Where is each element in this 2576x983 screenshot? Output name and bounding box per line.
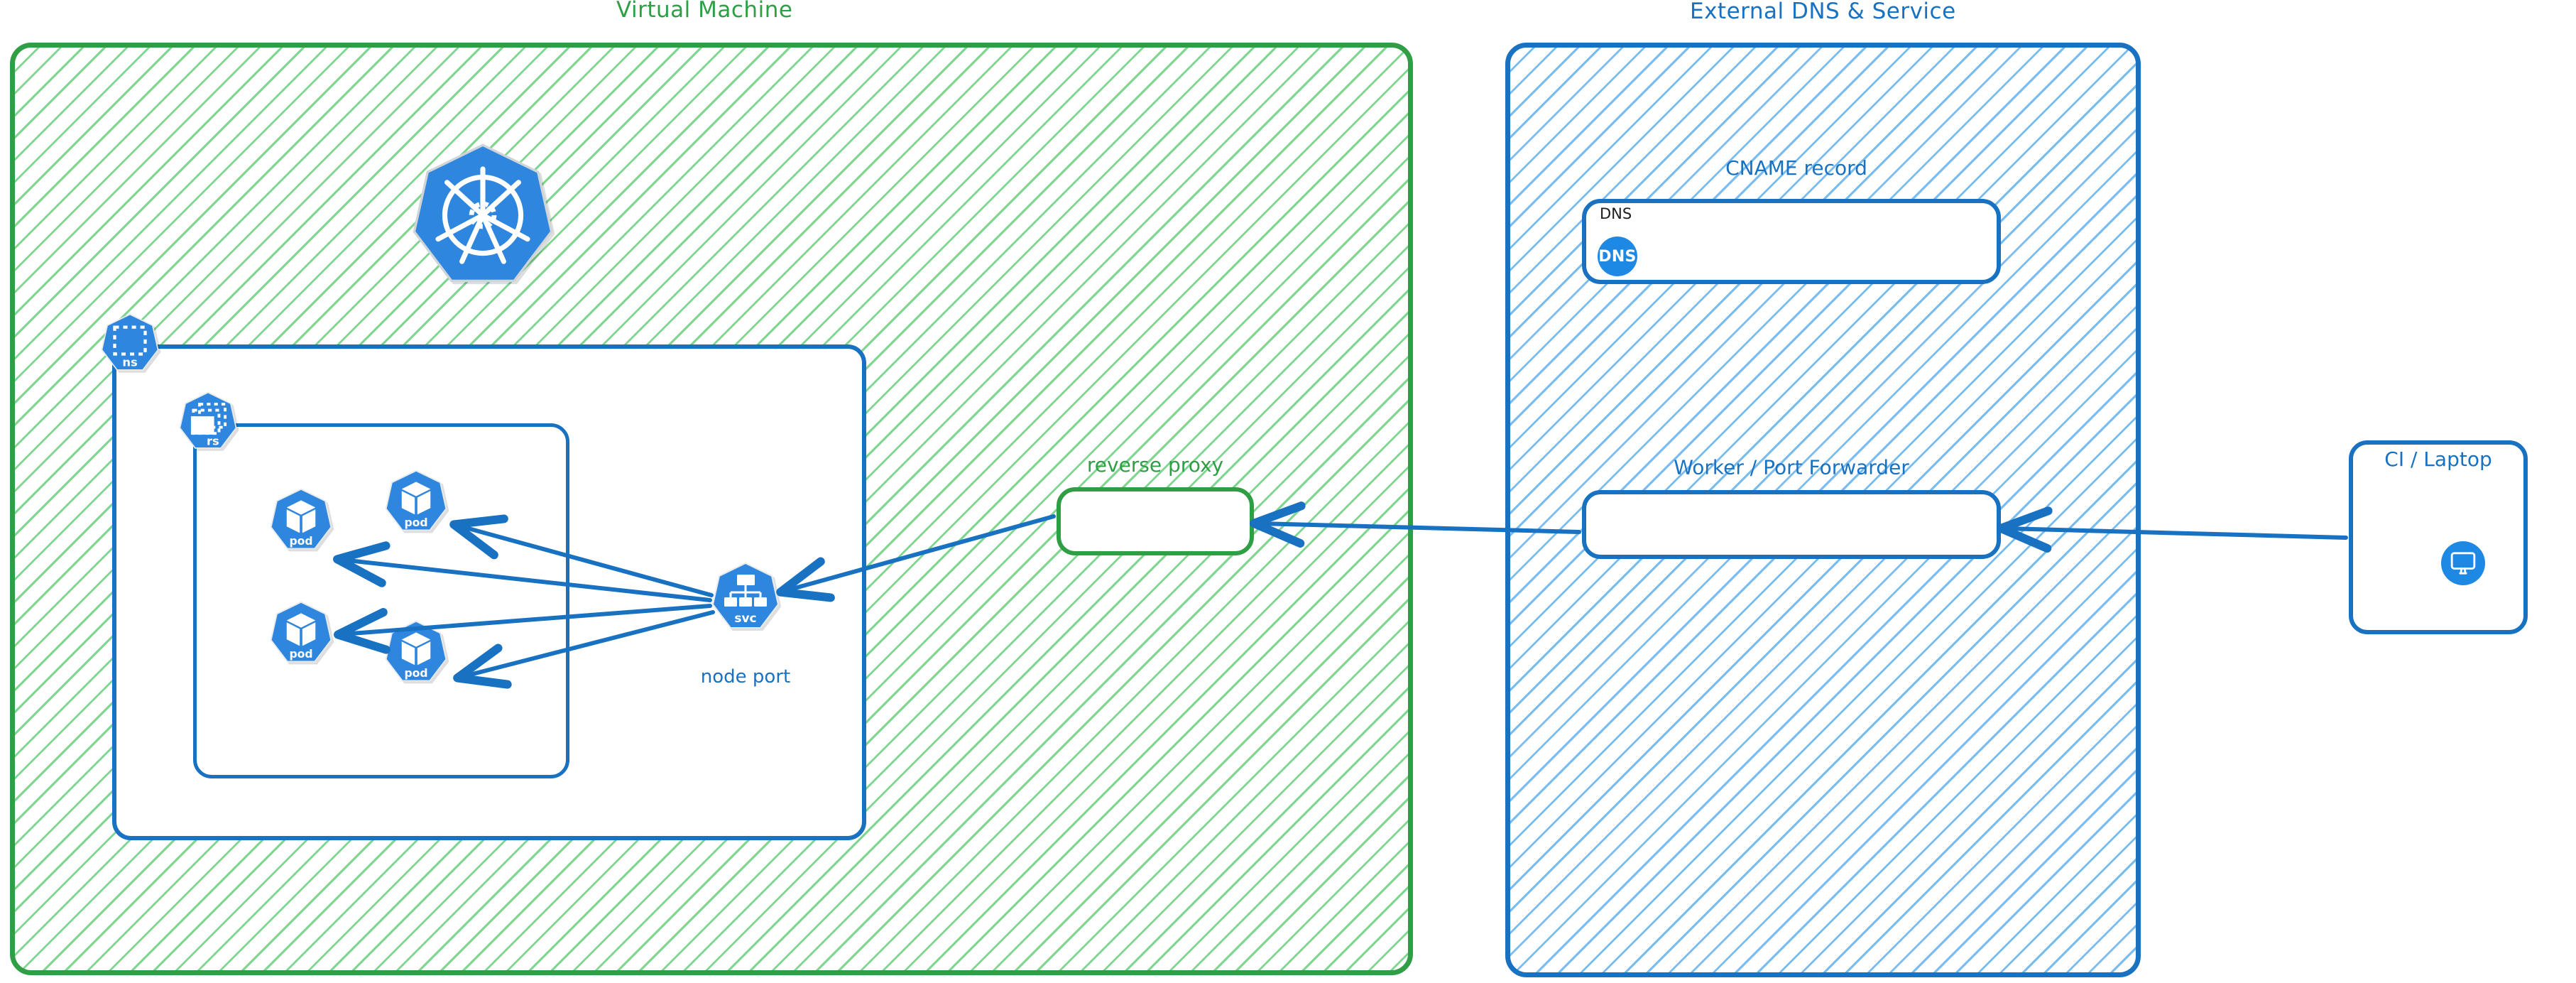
svg-text:pod: pod: [404, 666, 427, 680]
namespace-icon: ns: [99, 313, 160, 374]
desktop-monitor-icon: [2441, 541, 2485, 585]
svg-text:pod: pod: [289, 534, 312, 548]
dns-card-corner-tag: DNS: [1600, 205, 1632, 222]
pod-icon-1[interactable]: pod: [268, 487, 334, 553]
replicaset-icon: rs: [178, 391, 239, 452]
worker-port-forwarder-box[interactable]: [1582, 490, 2001, 559]
dns-circle-icon: DNS: [1598, 237, 1637, 276]
namespace-badge-label: ns: [122, 356, 137, 369]
pod-icon-3[interactable]: pod: [268, 600, 334, 666]
service-tree-icon[interactable]: svc: [710, 561, 781, 632]
pod-icon-4[interactable]: pod: [383, 619, 449, 685]
kubernetes-wheel-icon: [408, 141, 557, 290]
svg-text:svc: svc: [734, 612, 756, 626]
svg-text:pod: pod: [404, 516, 427, 529]
pod-icon-2[interactable]: pod: [383, 469, 449, 534]
dns-card[interactable]: [1582, 199, 2001, 284]
dns-badge-label: DNS: [1598, 247, 1637, 266]
ci-laptop-label: CI / Laptop: [2384, 447, 2492, 471]
dns-card-label: CNAME record: [1725, 156, 1867, 180]
group-virtual-machine-title: Virtual Machine: [616, 0, 793, 23]
group-external-dns-service-title: External DNS & Service: [1690, 0, 1956, 24]
reverse-proxy-label: reverse proxy: [1086, 453, 1224, 477]
worker-port-forwarder-label: Worker / Port Forwarder: [1674, 455, 1909, 479]
replicaset-badge-label: rs: [207, 435, 219, 448]
node-port-caption: node port: [700, 666, 791, 688]
ci-laptop-box[interactable]: [2349, 440, 2528, 634]
replicaset-box[interactable]: [193, 423, 569, 778]
svg-text:pod: pod: [289, 647, 312, 661]
